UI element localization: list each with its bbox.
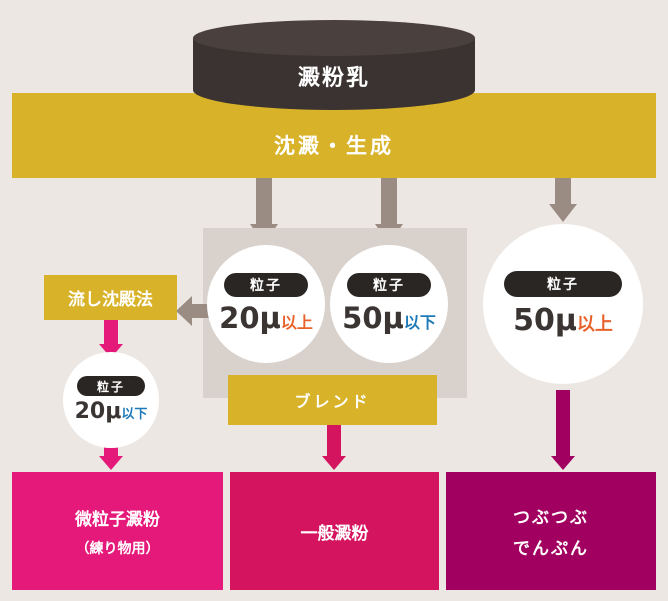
starch-milk-cylinder [193,20,475,110]
size-number: 50μ [513,302,577,338]
output-fine-starch: 微粒子澱粉 （練り物用） [12,472,223,590]
particle-size: 20μ 以上 [219,301,313,335]
particle-size: 20μ 以下 [75,399,148,424]
side-process-label: 流し沈殿法 [68,290,153,310]
size-suffix: 以下 [121,407,148,422]
particle-badge: 粒子 [77,376,145,396]
band-label: 沈澱・生成 [274,133,394,158]
size-suffix: 以下 [403,313,436,332]
crimson-arrow [322,424,346,470]
size-suffix: 以上 [280,313,313,332]
output-general-starch: 一般澱粉 [230,472,439,590]
particle-size: 50μ 以上 [513,303,613,338]
output-line1: 微粒子澱粉 [75,509,160,530]
purple-arrow [551,390,575,470]
particle-circle-20-below: 粒子 20μ 以下 [63,352,159,448]
particle-circle-20-above: 粒子 20μ 以上 [207,245,325,363]
particle-badge: 粒子 [347,273,431,297]
output-line1: 一般澱粉 [300,523,369,544]
pink-arrow-1 [99,320,123,358]
side-process-box: 流し沈殿法 [44,275,177,320]
size-number: 20μ [219,301,281,335]
particle-circle-50-below: 粒子 50μ 以下 [330,245,448,363]
output-line2: （練り物用） [75,540,160,557]
blend-label: ブレンド [294,392,371,411]
output-line2: でんぷん [513,539,589,559]
particle-badge: 粒子 [224,273,308,297]
particle-size: 50μ 以下 [342,301,436,335]
blend-box: ブレンド [228,375,437,425]
size-number: 50μ [342,301,404,335]
output-line1: つぶつぶ [513,508,589,528]
size-suffix: 以上 [576,313,613,335]
output-coarse-starch: つぶつぶ でんぷん [446,472,656,590]
particle-circle-50-above: 粒子 50μ 以上 [483,224,643,384]
particle-badge: 粒子 [504,270,622,297]
cylinder-label: 澱粉乳 [297,66,370,91]
size-number: 20μ [74,399,122,424]
